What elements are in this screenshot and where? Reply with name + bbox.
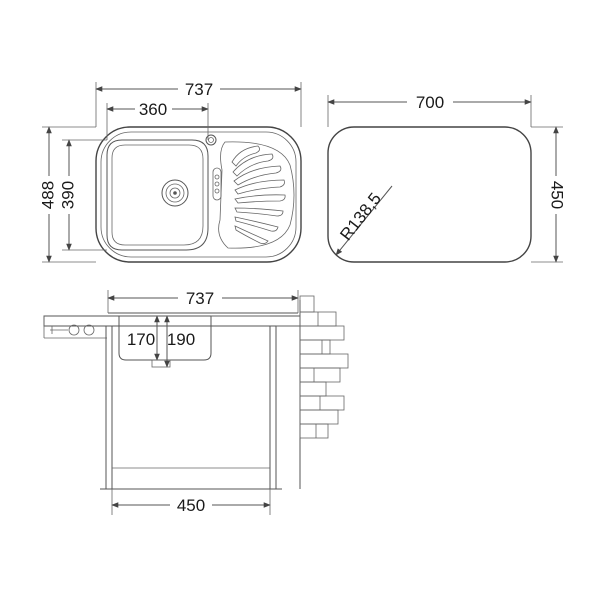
drain-profile [151,359,171,368]
sink-bowl [106,139,209,251]
drainer-area [218,141,295,249]
bowl-width-label: 360 [139,100,167,119]
depth-left-label: 170 [127,330,155,349]
side-view: 737 170 190 450 [43,289,349,515]
drainer-grooves [231,145,286,245]
cabinet-width-label: 450 [177,496,205,515]
bowl-height-label: 390 [58,181,77,209]
radius-arrow [335,185,393,256]
sink-top-view [95,126,302,263]
sink-outer-rim [95,126,302,263]
brick-wall-icon [299,295,349,439]
sink-bowl-inner [111,144,204,246]
tap-hole-icon [205,134,217,146]
cutout-height-label: 450 [548,181,567,209]
cutout-radius-label: R138,5 [336,189,385,244]
cutout-width-label: 700 [416,93,444,112]
top-view-dimensions: 737 360 488 390 [38,80,302,263]
top-width-label: 737 [185,80,213,99]
drain-icon [161,179,189,207]
depth-right-label: 190 [167,330,195,349]
countertop [43,315,301,327]
cabinet [100,325,282,490]
cutout-view: R138,5 700 450 [327,93,567,263]
counter-holes [50,324,95,336]
overflow-icon [212,167,222,201]
top-height-label: 488 [38,181,57,209]
sink-inner-rim [100,131,297,258]
cutout-outline [327,126,532,263]
side-width-label: 737 [186,289,214,308]
